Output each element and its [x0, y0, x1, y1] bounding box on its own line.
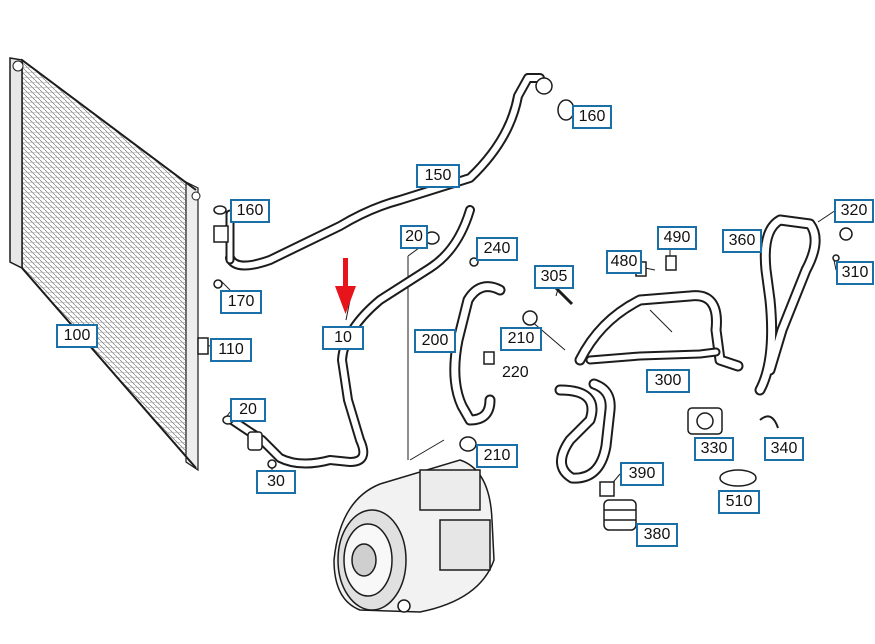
- callout-10[interactable]: 10: [322, 326, 364, 350]
- callout-390[interactable]: 390: [620, 462, 664, 486]
- callout-340[interactable]: 340: [764, 437, 804, 461]
- callout-210[interactable]: 210: [476, 444, 518, 468]
- callout-330[interactable]: 330: [694, 437, 734, 461]
- highlight-arrow: [335, 258, 356, 314]
- callout-20[interactable]: 20: [400, 225, 428, 249]
- callout-200[interactable]: 200: [414, 329, 456, 353]
- callout-170[interactable]: 170: [220, 290, 262, 314]
- callout-320[interactable]: 320: [834, 199, 874, 223]
- callout-310[interactable]: 310: [836, 261, 874, 285]
- callout-360[interactable]: 360: [722, 229, 762, 253]
- callout-30[interactable]: 30: [256, 470, 296, 494]
- callout-380[interactable]: 380: [636, 523, 678, 547]
- condenser: [9, 57, 201, 472]
- compressor: [333, 459, 495, 613]
- callout-300[interactable]: 300: [646, 369, 690, 393]
- label-220: 220: [502, 364, 529, 381]
- callout-110[interactable]: 110: [210, 338, 252, 362]
- callout-100[interactable]: 100: [56, 324, 98, 348]
- callout-210[interactable]: 210: [500, 327, 542, 351]
- refrigerant-lines: [225, 73, 821, 484]
- callout-160[interactable]: 160: [572, 105, 612, 129]
- callout-160[interactable]: 160: [230, 199, 270, 223]
- callout-480[interactable]: 480: [606, 250, 642, 274]
- callout-510[interactable]: 510: [718, 490, 760, 514]
- callout-20[interactable]: 20: [230, 398, 266, 422]
- leader-lines: [203, 115, 837, 487]
- callout-305[interactable]: 305: [534, 265, 574, 289]
- callout-490[interactable]: 490: [657, 226, 697, 250]
- callout-150[interactable]: 150: [416, 164, 460, 188]
- callout-240[interactable]: 240: [476, 237, 518, 261]
